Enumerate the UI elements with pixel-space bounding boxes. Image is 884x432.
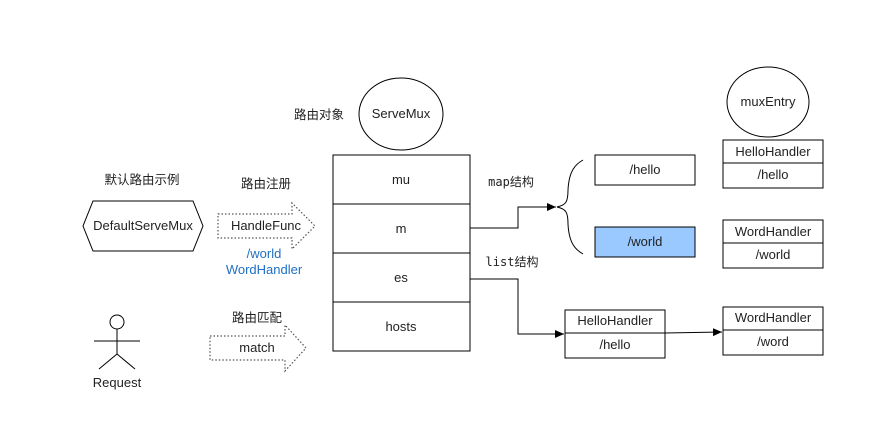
list-entry-word-path: /word xyxy=(757,334,789,349)
field-es-label: es xyxy=(394,270,408,285)
register-handler-label: WordHandler xyxy=(226,262,303,277)
list-connector xyxy=(470,278,564,338)
list-entry-word xyxy=(722,306,824,356)
muxentry-node xyxy=(726,66,810,138)
field-m-label: m xyxy=(396,221,407,236)
default-servemux-hexagon xyxy=(82,200,204,252)
servemux-label: ServeMux xyxy=(372,106,431,121)
muxentry-hello-handler: HelloHandler xyxy=(735,144,811,159)
muxentry-label: muxEntry xyxy=(741,94,796,109)
field-m xyxy=(332,203,471,254)
default-example-label: 默认路由示例 xyxy=(104,172,179,187)
map-brace xyxy=(556,159,584,255)
list-entry-word-handler: WordHandler xyxy=(735,310,812,325)
default-servemux-label: DefaultServeMux xyxy=(93,218,193,233)
route-object-label: 路由对象 xyxy=(294,107,344,122)
servemux-node xyxy=(358,77,444,151)
field-es xyxy=(332,252,471,303)
field-hosts-label: hosts xyxy=(385,319,417,334)
match-label: match xyxy=(239,340,274,355)
field-hosts xyxy=(332,301,471,352)
route-match-label: 路由匹配 xyxy=(232,310,283,325)
muxentry-hello xyxy=(722,139,824,189)
map-connector xyxy=(470,203,556,229)
list-entry-hello-handler: HelloHandler xyxy=(577,313,653,328)
match-arrow xyxy=(209,323,307,373)
field-mu-label: mu xyxy=(392,172,410,187)
handlefunc-label: HandleFunc xyxy=(231,218,302,233)
map-entry-hello-label: /hello xyxy=(629,162,660,177)
register-arrow xyxy=(217,201,316,251)
list-struct-label: list结构 xyxy=(486,254,539,269)
request-actor-icon xyxy=(94,314,140,370)
list-entry-hello xyxy=(564,309,666,359)
field-mu xyxy=(332,154,471,205)
muxentry-world-handler: WordHandler xyxy=(735,224,812,239)
muxentry-hello-path: /hello xyxy=(757,167,788,182)
list-entry-hello-path: /hello xyxy=(599,337,630,352)
route-register-label: 路由注册 xyxy=(241,176,291,191)
map-entry-world xyxy=(594,226,696,258)
map-entry-hello xyxy=(594,154,696,186)
muxentry-world-path: /world xyxy=(756,247,791,262)
map-struct-label: map结构 xyxy=(488,174,534,189)
list-next-arrow xyxy=(664,328,723,337)
map-entry-world-label: /world xyxy=(628,234,663,249)
register-path-label: /world xyxy=(247,246,282,261)
request-label: Request xyxy=(93,375,142,390)
muxentry-world xyxy=(722,219,824,269)
